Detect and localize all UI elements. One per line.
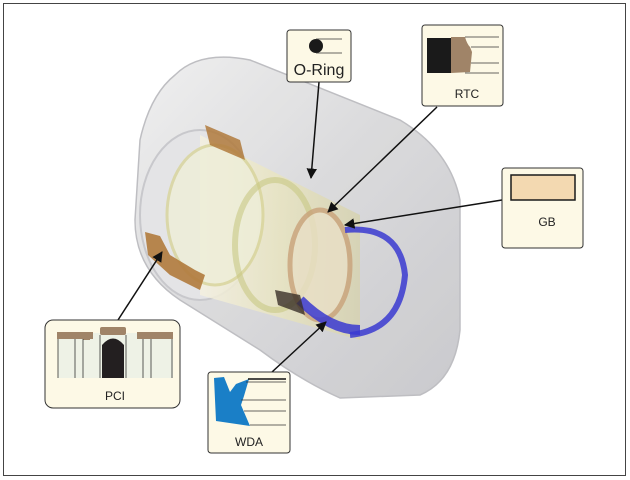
wda-label: WDA — [235, 435, 263, 449]
gb-label: GB — [538, 215, 555, 229]
rtc-backup-icon — [427, 38, 451, 73]
pci-seal-icon — [57, 327, 173, 378]
oring-label: O-Ring — [294, 62, 345, 79]
callout-rtc: RTC — [421, 24, 504, 107]
wda-wiper-icon — [214, 377, 250, 426]
rtc-label: RTC — [455, 87, 480, 101]
callout-oring: O-Ring — [286, 29, 352, 83]
rtc-seal-icon — [451, 37, 472, 73]
callout-pci: PCI — [44, 319, 181, 409]
callout-wda: WDA — [207, 371, 291, 454]
piston-seal-shape — [145, 232, 205, 290]
oring-icon — [309, 39, 323, 53]
guide-band-icon — [510, 174, 576, 201]
cylinder-housing — [134, 56, 461, 399]
callout-arrows — [117, 81, 503, 373]
wiper-seal-shape — [344, 226, 409, 338]
pci-label: PCI — [105, 389, 125, 403]
callout-gb: GB — [501, 167, 584, 249]
